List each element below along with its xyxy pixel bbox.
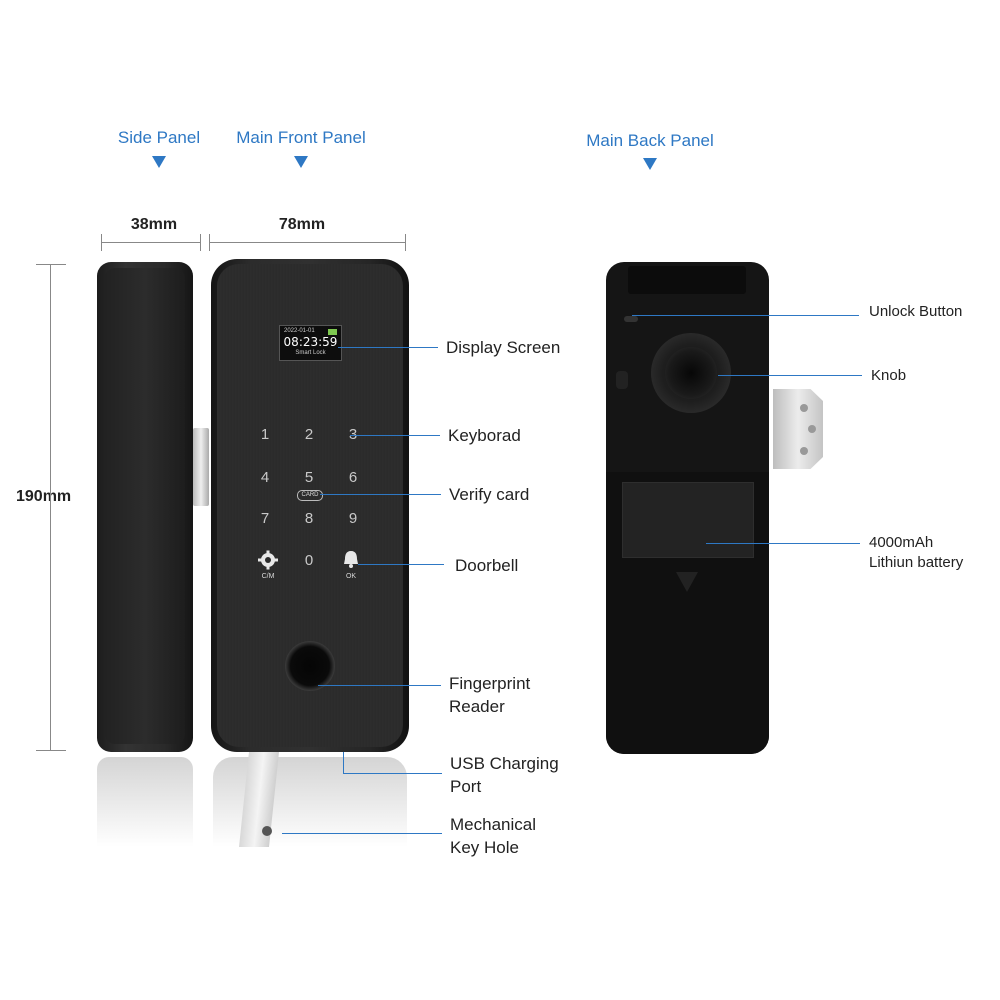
fingerprint-icon[interactable]: [285, 641, 335, 691]
verify-card-label: Verify card: [449, 485, 530, 504]
dim-tick: [36, 264, 66, 265]
back-side-button[interactable]: [616, 371, 628, 389]
battery-label-line1: 4000mAh: [869, 534, 934, 551]
key-5[interactable]: 5: [304, 469, 314, 486]
usb-port-label-line2: Port: [450, 777, 482, 796]
callout-line: [632, 315, 859, 316]
callout-line: [358, 564, 444, 565]
battery-cover-arrow-icon: [676, 572, 698, 592]
key-1[interactable]: 1: [260, 426, 270, 443]
back-panel-top-slot: [628, 266, 746, 294]
cm-label: C/M: [261, 573, 275, 580]
dim-tick: [36, 750, 66, 751]
side-panel-title: Side Panel: [117, 128, 201, 147]
fingerprint-label: Fingerprint Reader: [449, 672, 530, 718]
screen-time: 08:23:59: [283, 335, 338, 349]
key-hole-label: Mechanical Key Hole: [450, 813, 536, 859]
fingerprint-label-line2: Reader: [449, 697, 505, 716]
keyboard-label: Keyborad: [448, 426, 521, 445]
front-width-line: [209, 242, 405, 243]
battery-label: 4000mAh Lithiun battery: [869, 533, 963, 573]
ok-key[interactable]: OK: [339, 549, 363, 583]
bell-icon: [344, 551, 358, 568]
battery: [622, 482, 754, 558]
knob-center: [665, 347, 717, 399]
down-triangle-icon: [643, 158, 657, 170]
callout-line: [350, 435, 440, 436]
key-hole-label-line1: Mechanical: [450, 815, 536, 834]
key-hole-icon: [262, 826, 272, 836]
side-clamp: [193, 428, 209, 506]
display-screen: 2022-01-01 08:23:59 Smart Lock: [279, 325, 342, 361]
front-panel-title: Main Front Panel: [236, 128, 366, 147]
battery-label-line2: Lithiun battery: [869, 554, 964, 571]
callout-line: [318, 685, 441, 686]
latch-screw: [800, 447, 808, 455]
usb-port-label: USB Charging Port: [450, 752, 559, 798]
callout-line: [320, 494, 441, 495]
screen-caption: Smart Lock: [295, 350, 326, 356]
key-8[interactable]: 8: [304, 510, 314, 527]
usb-port-label-line1: USB Charging: [450, 754, 559, 773]
key-6[interactable]: 6: [348, 469, 358, 486]
side-width-line: [101, 242, 200, 243]
height-line: [50, 264, 51, 750]
callout-line: [718, 375, 862, 376]
callout-line: [343, 773, 442, 774]
dim-tick: [405, 234, 406, 251]
unlock-button-label: Unlock Button: [869, 303, 963, 320]
down-triangle-icon: [294, 156, 308, 168]
height-label: 190mm: [16, 488, 72, 505]
back-panel-title: Main Back Panel: [586, 131, 714, 150]
dim-tick: [200, 234, 201, 251]
knob-label: Knob: [871, 367, 907, 384]
fingerprint-label-line1: Fingerprint: [449, 674, 531, 693]
gear-icon: [258, 550, 278, 570]
doorbell-label: Doorbell: [455, 556, 519, 575]
side-panel-reflection: [97, 757, 193, 847]
key-0[interactable]: 0: [304, 552, 314, 569]
ok-label: OK: [345, 573, 357, 580]
latch-screw: [808, 425, 816, 433]
cm-key[interactable]: C/M: [256, 550, 280, 584]
dim-tick: [209, 234, 210, 251]
key-3[interactable]: 3: [343, 426, 363, 443]
front-width-label: 78mm: [278, 216, 326, 233]
screen-date: 2022-01-01: [284, 328, 315, 334]
key-2[interactable]: 2: [304, 426, 314, 443]
key-9[interactable]: 9: [348, 510, 358, 527]
card-badge: CARD: [297, 490, 323, 501]
key-hole-label-line2: Key Hole: [450, 838, 519, 857]
key-4[interactable]: 4: [260, 469, 270, 486]
side-width-label: 38mm: [130, 216, 178, 233]
callout-line: [338, 347, 438, 348]
battery-indicator: [328, 329, 337, 335]
latch-screw: [800, 404, 808, 412]
callout-line: [282, 833, 442, 834]
display-screen-label: Display Screen: [446, 338, 561, 357]
down-triangle-icon: [152, 156, 166, 168]
key-7[interactable]: 7: [260, 510, 270, 527]
side-panel-face: [105, 268, 185, 744]
unlock-button[interactable]: [624, 316, 638, 322]
callout-line: [706, 543, 860, 544]
callout-line: [343, 752, 344, 773]
dim-tick: [101, 234, 102, 251]
